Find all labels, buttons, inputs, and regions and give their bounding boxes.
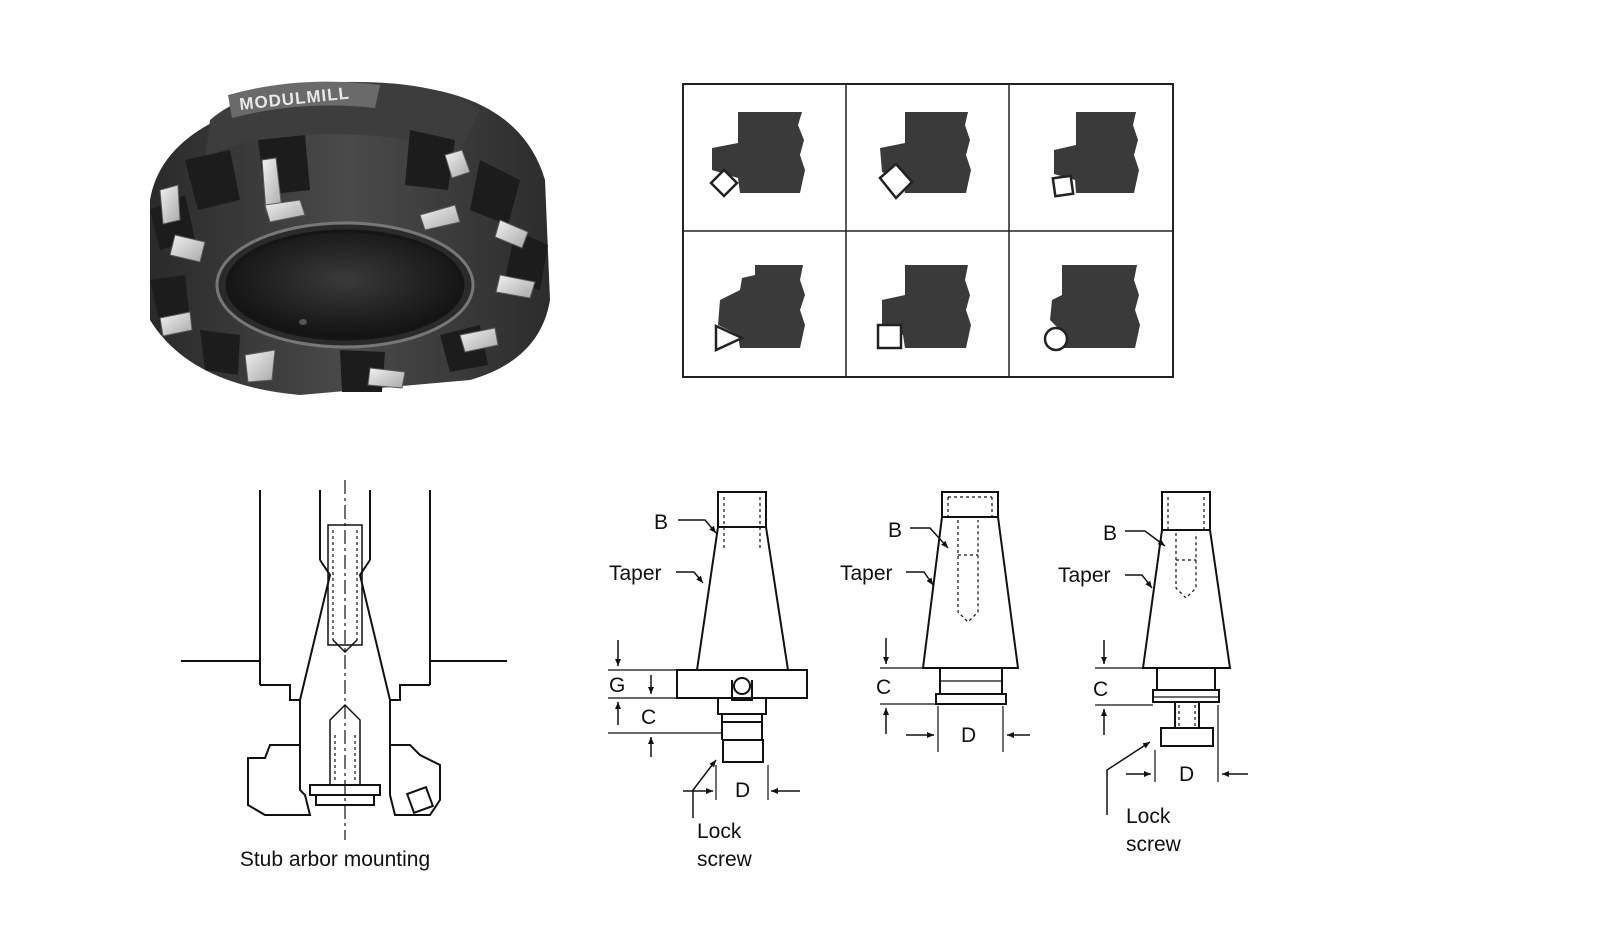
large-square-insert-icon: [878, 162, 914, 200]
arbor-c-lock-screw-line2: screw: [1126, 833, 1182, 856]
arbor-with-flange-drawing: [608, 491, 808, 800]
arbor-a-lock-screw-line2: screw: [697, 848, 753, 871]
insert-cell-diamond: [709, 112, 805, 198]
round-insert-icon: [1043, 326, 1069, 352]
arbor-c-label-taper: Taper: [1058, 564, 1111, 587]
arbor-b-label-d: D: [961, 724, 976, 747]
insert-shapes-grid: [682, 83, 1174, 378]
arbor-c-lock-screw-line1: Lock: [1126, 805, 1171, 828]
stub-arbor-mounting-drawing: [181, 480, 507, 840]
square-insert-icon: [876, 323, 903, 350]
arbor-middle-drawing: [880, 491, 1020, 752]
arbor-a-label-d: D: [735, 779, 750, 802]
arbor-a-label-b: B: [654, 511, 668, 534]
stub-arbor-caption: Stub arbor mounting: [240, 848, 430, 871]
arbor-c-label-d: D: [1179, 763, 1194, 786]
insert-cell-square: [876, 265, 971, 350]
insert-cell-round: [1043, 265, 1140, 352]
small-square-insert-icon: [1051, 174, 1075, 198]
arbor-a-label-c: C: [641, 706, 656, 729]
arbor-b-label-b: B: [888, 519, 902, 542]
insert-cell-triangle: [714, 265, 805, 352]
insert-cell-small-square: [1051, 112, 1139, 198]
arbor-b-label-c: C: [876, 676, 891, 699]
arbor-c-label-c: C: [1093, 678, 1108, 701]
arbor-right-drawing: [1095, 491, 1232, 782]
arbor-c-label-b: B: [1103, 522, 1117, 545]
triangle-insert-icon: [714, 324, 745, 352]
diamond-insert-icon: [709, 168, 739, 198]
arbor-a-label-g: G: [609, 674, 625, 697]
arbor-a-label-taper: Taper: [609, 562, 662, 585]
insert-cell-large-square: [878, 112, 971, 200]
face-mill-cutter-image: MODULMILL: [150, 81, 550, 395]
arbor-a-lock-screw-line1: Lock: [697, 820, 742, 843]
arbor-b-label-taper: Taper: [840, 562, 893, 585]
